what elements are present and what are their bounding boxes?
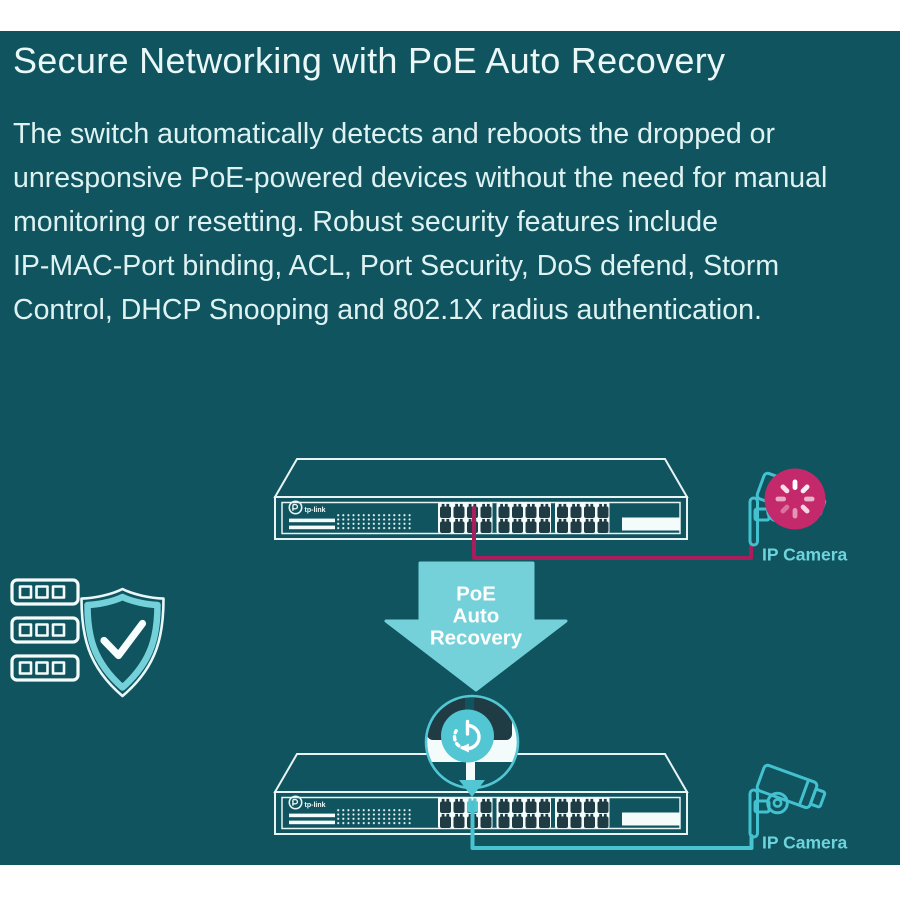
description-line: Control, DHCP Snooping and 802.1X radius… [13,294,762,326]
server-rack-icon [10,578,80,682]
loading-spinner-icon [764,468,826,530]
description-line: monitoring or resetting. Robust security… [13,206,718,238]
dropped-camera-cable [472,506,753,560]
description-line: unresponsive PoE-powered devices without… [13,162,828,194]
reboot-icon [452,719,481,753]
recovered-camera-cable [470,800,754,850]
secure-server-icon [10,578,165,698]
port-magnifier [424,694,520,797]
top-camera-label: IP Camera [762,545,848,565]
bottom-switch-brand-logo: tp-link [305,802,326,809]
arrow-label-line: PoE [456,583,496,606]
bottom-camera-label: IP Camera [762,833,848,853]
arrow-label-line: Auto [453,605,500,628]
ip-camera-bottom-icon [748,762,829,839]
top-switch-brand-logo: tp-link [305,507,326,514]
poe-auto-recovery-arrow: PoE Auto Recovery [384,561,568,692]
description-paragraph: The switch automatically detects and reb… [13,112,827,332]
description-line: The switch automatically detects and reb… [13,118,776,150]
arrow-label-line: Recovery [430,627,523,650]
shield-check-icon [80,587,165,698]
description-line: IP-MAC-Port binding, ACL, Port Security,… [13,250,780,282]
page-title: Secure Networking with PoE Auto Recovery [13,40,726,81]
top-switch [275,459,687,539]
